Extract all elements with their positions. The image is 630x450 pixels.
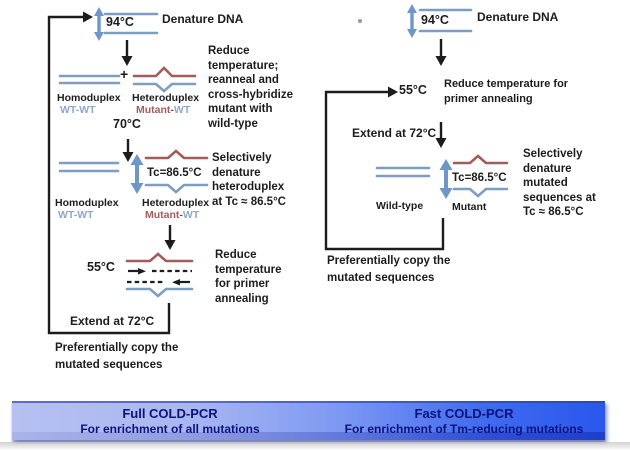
left-heteroduplex-2-sublabel: Mutant-WT [145,209,199,221]
double-arrow-head [439,188,453,199]
left-heteroduplex-1-sublabel: Mutant-WT [136,104,190,116]
right-denature-double-arrow-icon [407,4,417,38]
left-denature-strands [103,12,159,35]
mutant-strand [125,252,194,263]
wildtype-strand [125,287,194,298]
left-anneal-note: Reduce temperature for primer annealing [215,249,282,305]
right-denature-strands [418,8,473,33]
arrow-head [122,152,134,162]
dash-part: - [179,209,183,221]
left-temp-55: 55°C [87,260,115,274]
photo-edge-shadow [0,442,630,449]
left-loop-arrowhead-icon [83,11,93,23]
left-cycle-loop-arrow [47,11,171,335]
left-denature-temp: 94°C [106,15,134,29]
right-denature-temp: 94°C [421,13,449,27]
reverse-primer-arrowhead [172,279,180,286]
right-temp-55: 55°C [399,83,427,97]
right-mutant-label: Mutant [452,201,487,213]
full-cold-pcr-subtitle: For enrichment of all mutations [80,422,260,436]
left-heteroduplex-1-strands [132,66,197,93]
left-denature-label: Denature DNA [162,12,244,26]
left-loop-path [47,15,171,335]
right-wildtype-strands [375,166,431,178]
left-homoduplex-2-title: Homoduplex [55,197,119,209]
wt-part: WT [182,209,200,221]
mutant-part: Mutant [145,209,180,221]
wildtype-strand [452,187,509,198]
double-arrow-head [94,32,104,41]
mutant-strand [132,66,197,78]
left-annealing-duplex [125,252,194,298]
right-loop-arrowhead-icon [388,86,398,98]
right-extend-label: Extend at 72°C [352,126,437,140]
wt-part: WT [173,104,191,116]
left-selective-note: Selectively denature heteroduplex at Tc … [212,152,286,208]
double-arrow-head [407,29,417,38]
arrow-head [164,240,176,250]
left-tc-label: Tc=86.5°C [147,167,202,179]
left-heteroduplex-2-title: Heteroduplex [142,197,210,209]
left-extend-label: Extend at 72°C [70,314,155,328]
right-anneal-note: Reduce temperature for primer annealing [444,78,569,105]
right-down-arrow-1-icon [435,39,447,66]
double-arrow-head [407,4,417,13]
right-tc-label: Tc=86.5°C [452,172,507,184]
mutant-strand [452,154,509,165]
double-arrow-head [94,7,104,16]
double-arrow-head [130,183,144,194]
right-wildtype-label: Wild-type [376,200,424,212]
double-arrow-head [439,159,453,170]
right-mutant-strands [452,154,509,198]
mutant-part: Mutant [136,104,171,116]
left-temp-70: 70°C [113,117,141,131]
arrow-head [435,138,447,148]
wildtype-strand [132,82,197,93]
arrow-head [121,56,133,66]
mutant-strand [144,149,209,160]
left-homoduplex-2-sublabel: WT-WT [58,209,94,221]
wildtype-strand [144,183,209,194]
left-tc-double-arrow-icon [130,154,144,194]
plus-sign: + [120,66,129,82]
right-loop-path [324,90,445,251]
right-cycle-loop-arrow [324,86,445,251]
left-down-arrow-1-icon [121,40,133,66]
left-heteroduplex-1-title: Heteroduplex [132,92,200,104]
left-reanneal-note: Reduce temperature; reanneal and cross-h… [208,45,293,130]
left-homoduplex-2-strands [58,161,120,173]
fast-cold-pcr-title: Fast COLD-PCR [414,406,514,421]
fast-cold-pcr-subtitle: For enrichment of Tm-reducing mutations [344,422,584,436]
forward-primer-arrowhead [138,268,146,275]
left-heteroduplex-2-strands [144,149,209,194]
stray-mark [358,19,362,23]
left-down-arrow-2-icon [122,139,134,162]
arrow-head [435,56,447,66]
left-loop-note: Preferentially copy the mutated sequence… [55,342,179,371]
banner: Full COLD-PCR For enrichment of all muta… [12,401,605,440]
banner-fast-cold-pcr: Fast COLD-PCR For enrichment of Tm-reduc… [314,406,614,437]
right-denature-label: Denature DNA [477,10,559,24]
left-denature-double-arrow-icon [94,7,104,41]
right-loop-note: Preferentially copy the mutated sequence… [327,255,451,284]
right-down-arrow-2-icon [435,122,447,148]
left-homoduplex-1-strands [58,74,121,85]
left-down-arrow-3-icon [164,225,176,250]
full-cold-pcr-title: Full COLD-PCR [122,406,218,421]
banner-full-cold-pcr: Full COLD-PCR For enrichment of all muta… [20,406,320,437]
left-homoduplex-1-sublabel: WT-WT [60,104,96,116]
double-arrow-head [130,154,144,165]
right-selective-note: Selectively denature mutated sequences a… [523,148,596,218]
left-homoduplex-1-title: Homoduplex [57,92,121,104]
right-tc-double-arrow-icon [439,159,453,199]
dash-part: - [170,104,174,116]
